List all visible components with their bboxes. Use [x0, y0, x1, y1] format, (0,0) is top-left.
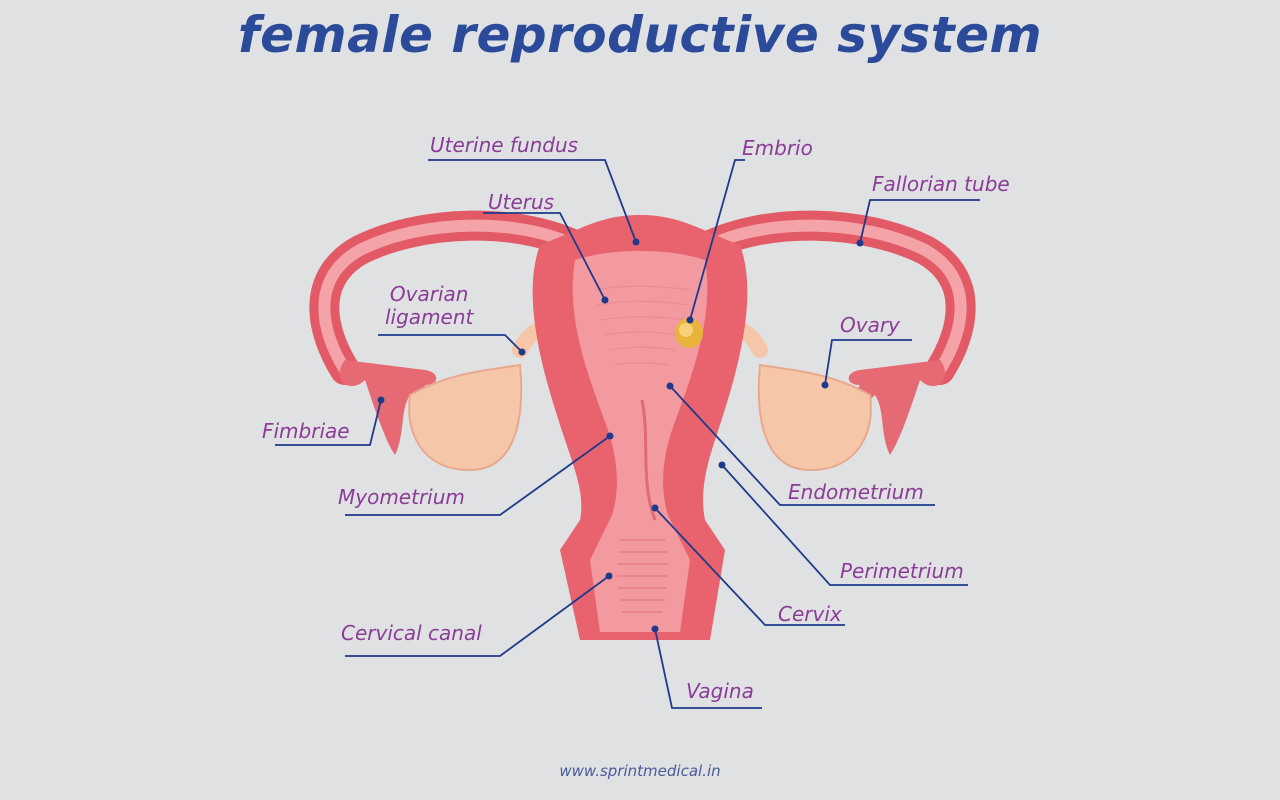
- label-fimbriae: Fimbriae: [262, 419, 350, 443]
- ovaries: [408, 363, 872, 472]
- label-embrio: Embrio: [742, 136, 813, 160]
- label-ovary: Ovary: [840, 313, 900, 337]
- label-ovarian-ligament: Ovarian ligament: [385, 282, 474, 329]
- embryo: [675, 318, 703, 348]
- label-uterine-fundus: Uterine fundus: [430, 133, 579, 157]
- page-title: female reproductive system: [237, 6, 1043, 64]
- footer-url: www.sprintmedical.in: [559, 762, 721, 780]
- leader-dots: [377, 238, 864, 633]
- label-cervical-canal: Cervical canal: [341, 621, 482, 645]
- label-uterus: Uterus: [488, 190, 555, 214]
- uterus-body: [532, 215, 748, 640]
- label-myometrium: Myometrium: [338, 485, 465, 509]
- leader-lines: [275, 159, 980, 709]
- label-fallorian-tube: Fallorian tube: [872, 172, 1010, 196]
- fallopian-tubes: [309, 210, 976, 385]
- label-endometrium: Endometrium: [788, 480, 924, 504]
- fimbriae-shapes: [339, 360, 946, 455]
- label-vagina: Vagina: [686, 679, 754, 703]
- label-perimetrium: Perimetrium: [840, 559, 964, 583]
- label-cervix: Cervix: [778, 602, 842, 626]
